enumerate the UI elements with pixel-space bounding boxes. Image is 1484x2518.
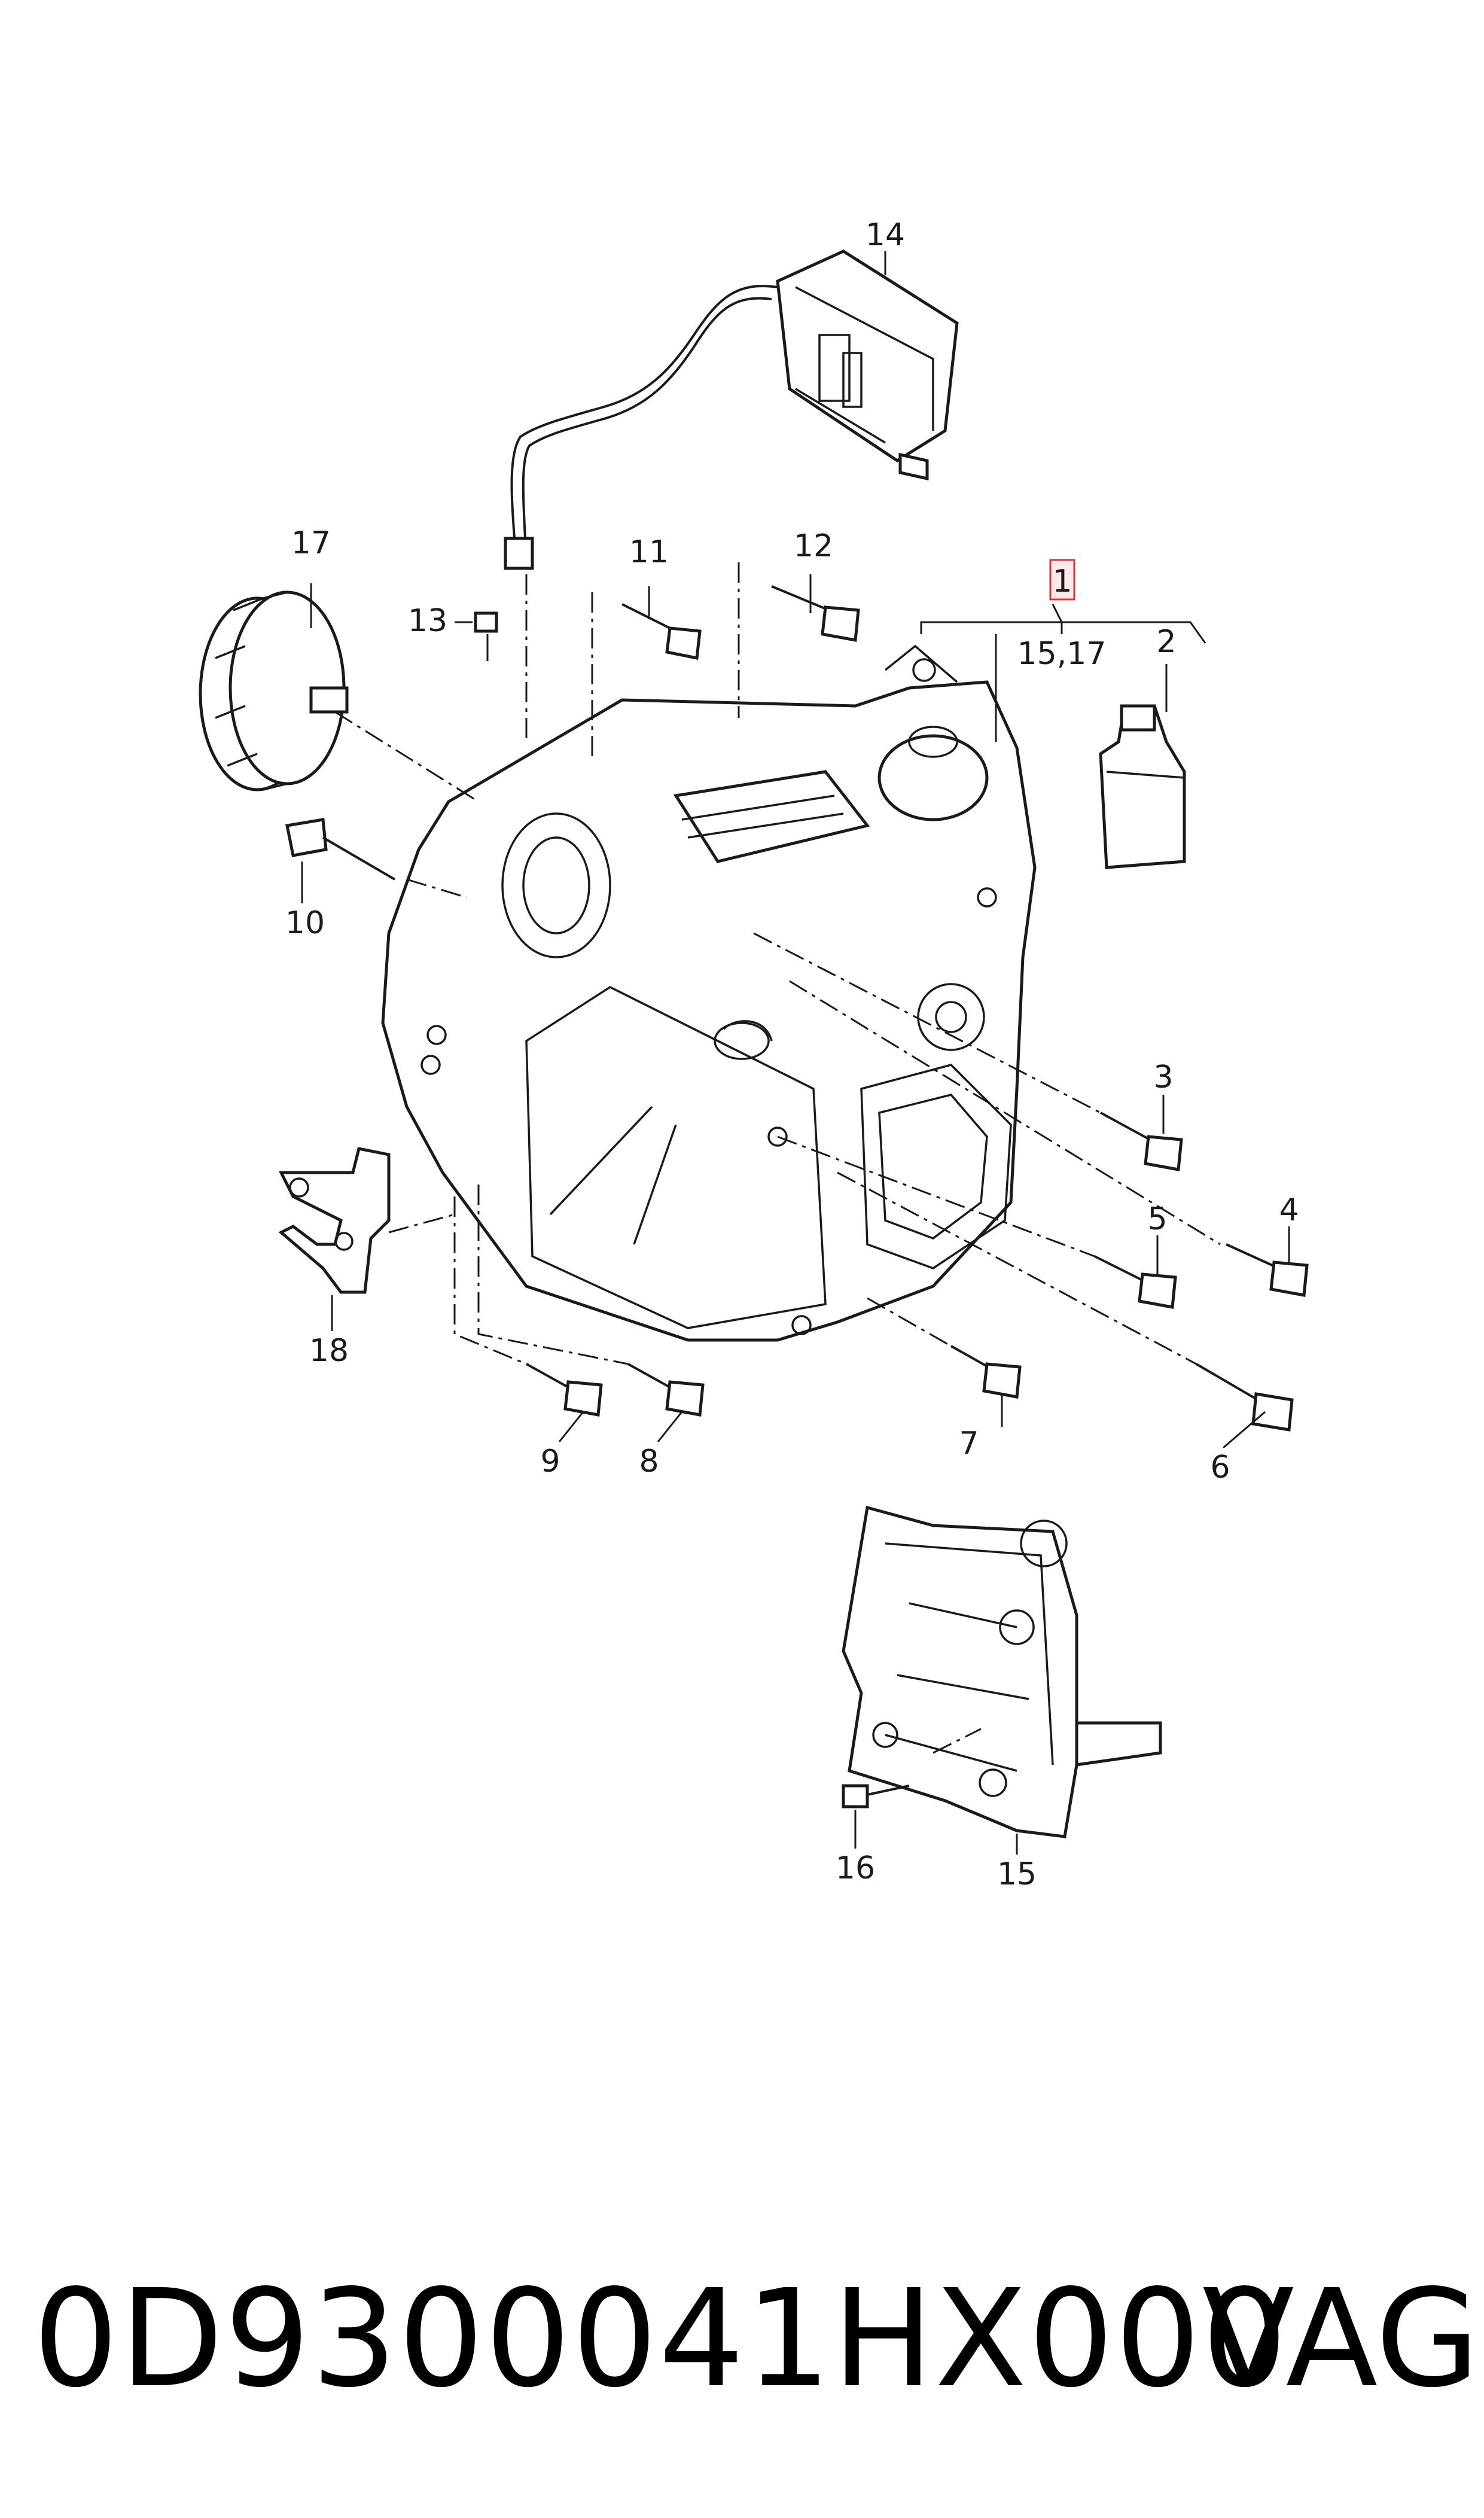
callout-8: 8 [639,1444,659,1479]
bolts [285,585,1309,1808]
callout-18: 18 [309,1333,349,1369]
callout-6: 6 [1210,1450,1230,1485]
callout-7: 7 [959,1426,979,1462]
callout-10: 10 [285,905,325,941]
callout-1-highlight [1049,559,1075,601]
mechatronic-valve-body-15 [842,1505,1162,1838]
callout-15: 15 [997,1856,1037,1892]
bracket-18 [278,1147,391,1294]
footer: 0D9300041HX000 VAG [0,2261,1484,2417]
callout-2: 2 [1156,624,1176,660]
assembly-lines [334,562,1221,1754]
control-unit-14 [776,249,959,481]
gearbox-housing [381,644,1037,1342]
callout-13: 13 [408,603,447,639]
callout-1: 1 [1052,564,1072,599]
callout-11: 11 [629,534,669,570]
callout-9: 9 [540,1444,560,1479]
callout-17: 17 [291,525,331,561]
callout-1-sub: 15,17 [1017,636,1107,672]
brand-label: VAG [1202,2261,1480,2417]
dual-clutch-17 [199,590,349,791]
callout-16: 16 [836,1850,875,1886]
callout-14: 14 [866,217,905,253]
callouts: 1 15,17 2 3 4 5 6 7 8 9 10 11 12 13 14 1… [285,217,1299,1892]
part-number: 0D9300041HX000 [33,2261,1289,2417]
callout-12: 12 [794,528,833,564]
leader-lines [301,251,1290,1855]
callout-4: 4 [1279,1192,1299,1228]
callout-3: 3 [1153,1059,1173,1095]
wiring-harness [504,285,778,570]
oil-bottle-2 [1099,704,1186,869]
callout-5: 5 [1147,1201,1167,1237]
